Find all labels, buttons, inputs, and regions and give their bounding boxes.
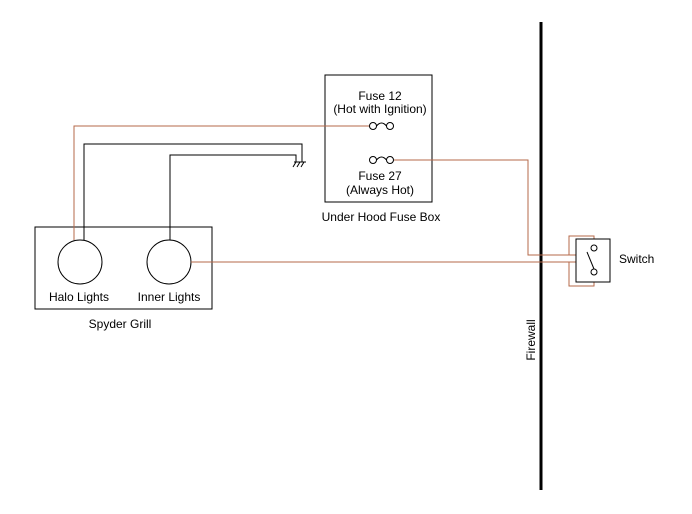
firewall-label: Firewall: [524, 319, 538, 360]
switch-icon: [586, 244, 598, 276]
wire-halo-ground: [83, 143, 303, 240]
fuse-box: [324, 74, 433, 203]
fuse-27-name: Fuse 27: [358, 169, 402, 183]
ground-icon: [292, 161, 306, 168]
halo-lights-lamp: [57, 239, 103, 285]
spyder-grill-label: Spyder Grill: [89, 317, 152, 331]
wire-fuse12-to-halo: [73, 125, 369, 240]
wire-inner-ground: [169, 154, 297, 240]
fuse-27-symbol: [369, 156, 394, 164]
fuse-12-symbol: [369, 122, 394, 130]
inner-lights-lamp: [146, 239, 192, 285]
wire-fuse27-to-switch: [394, 159, 576, 256]
fuse-12-desc: (Hot with Ignition): [333, 102, 426, 116]
halo-lights-label: Halo Lights: [49, 290, 109, 304]
switch-label: Switch: [619, 252, 654, 266]
spyder-grill-box: [34, 226, 213, 310]
fuse-12-name: Fuse 12: [358, 89, 402, 103]
fuse-27-desc: (Always Hot): [346, 183, 414, 197]
inner-lights-label: Inner Lights: [138, 290, 201, 304]
fuse-box-label: Under Hood Fuse Box: [322, 210, 441, 224]
